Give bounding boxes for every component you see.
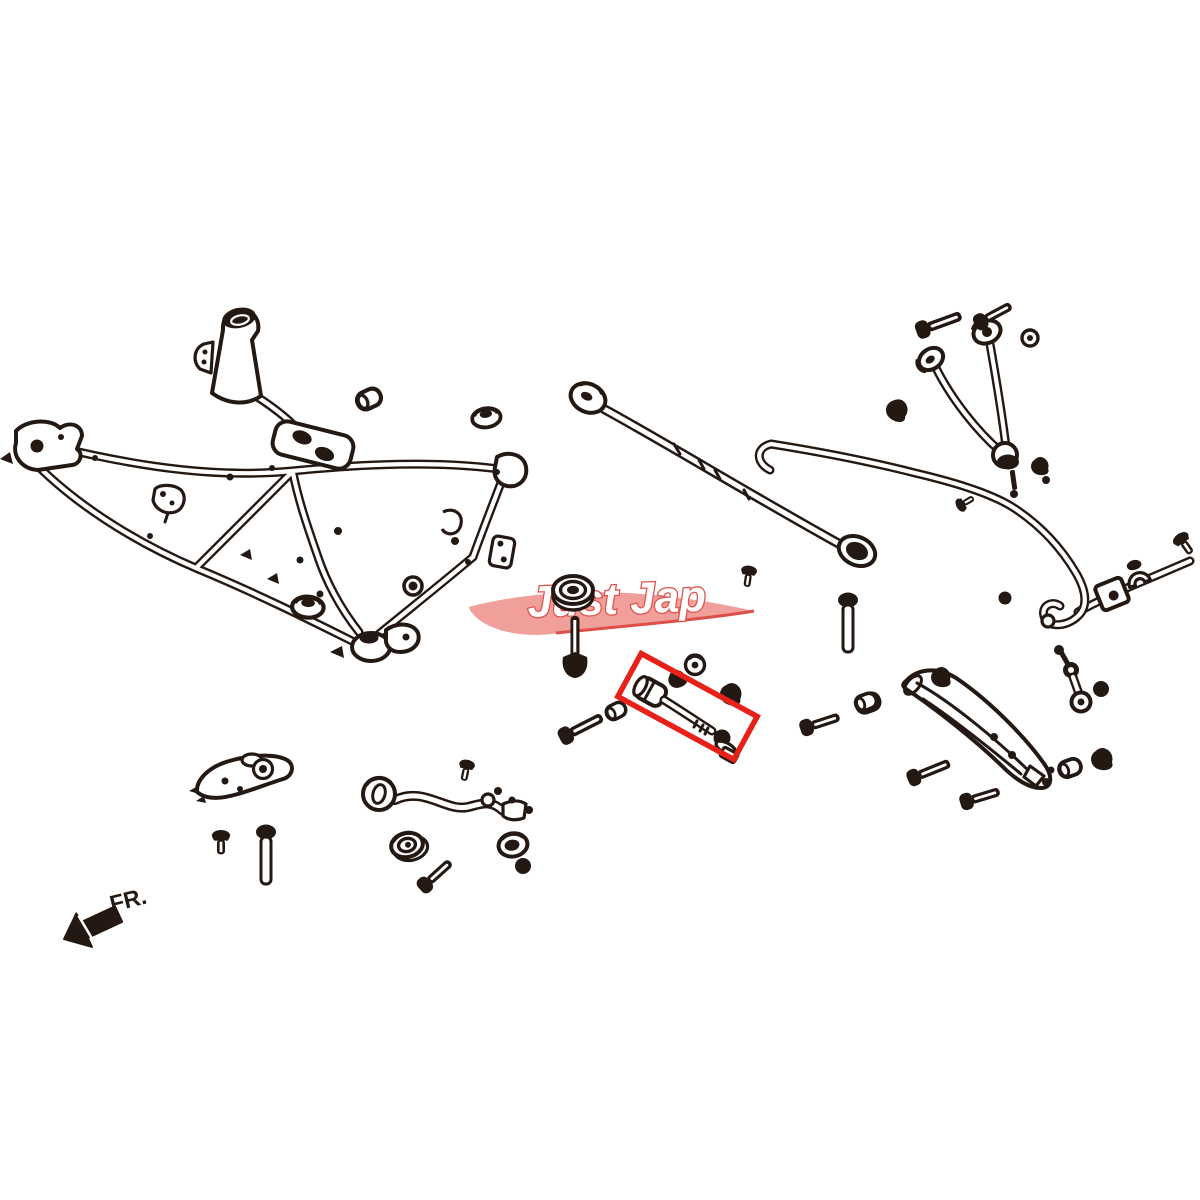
bushing [496, 831, 530, 859]
washer [469, 404, 504, 432]
toe-link [632, 675, 740, 765]
nut [882, 395, 911, 425]
bolt [738, 564, 758, 588]
washer [686, 656, 705, 675]
bolt [953, 491, 978, 514]
stabilizer-clamp [1093, 575, 1131, 613]
bolt [904, 755, 953, 788]
nut [515, 858, 531, 874]
tower-top-highlight [230, 314, 250, 326]
bolt [555, 709, 607, 747]
bolt [254, 823, 278, 886]
watermark-swoosh [469, 592, 754, 635]
nut [998, 591, 1012, 605]
nut [1093, 681, 1109, 697]
bolt [455, 758, 476, 783]
bushing [602, 698, 630, 724]
bolt [957, 783, 1003, 812]
lateral-link [568, 381, 878, 569]
upper-control-arm [915, 316, 1019, 498]
trailing-arm [361, 775, 533, 863]
subframe-centre-plate [270, 419, 356, 471]
stabilizer-bar [759, 444, 1190, 627]
subframe-left-mount [0, 419, 84, 472]
bushing [354, 386, 383, 412]
stabilizer-bar-end [1040, 613, 1056, 629]
rear-subframe [0, 307, 529, 663]
nut [1020, 328, 1040, 348]
bolt [211, 829, 231, 855]
bolt [414, 855, 457, 896]
washer-stack [551, 574, 595, 612]
bushing [389, 830, 430, 863]
bolt [1170, 529, 1199, 559]
highlight-box [614, 649, 761, 764]
end-link [1054, 645, 1093, 714]
subframe-right-bracket [440, 451, 529, 570]
bushing [402, 575, 424, 597]
bracket-plate [189, 752, 294, 803]
bolt [562, 616, 588, 678]
lower-control-arm [901, 668, 1055, 790]
bolt [836, 591, 860, 654]
nut [1091, 748, 1113, 771]
bolt [797, 708, 843, 738]
washer [292, 596, 325, 619]
nut [1031, 457, 1049, 476]
nut [1042, 476, 1050, 484]
watermark-underline [555, 609, 755, 635]
front-direction: FR. [63, 883, 149, 948]
watermark: Just Jap [469, 570, 755, 635]
stabilizer-bushing [1126, 559, 1152, 590]
front-label: FR. [107, 883, 149, 917]
bolt [913, 306, 965, 341]
bushing [1055, 754, 1085, 782]
subframe-bottom-mount [330, 622, 421, 663]
front-arrow-icon [63, 905, 124, 948]
